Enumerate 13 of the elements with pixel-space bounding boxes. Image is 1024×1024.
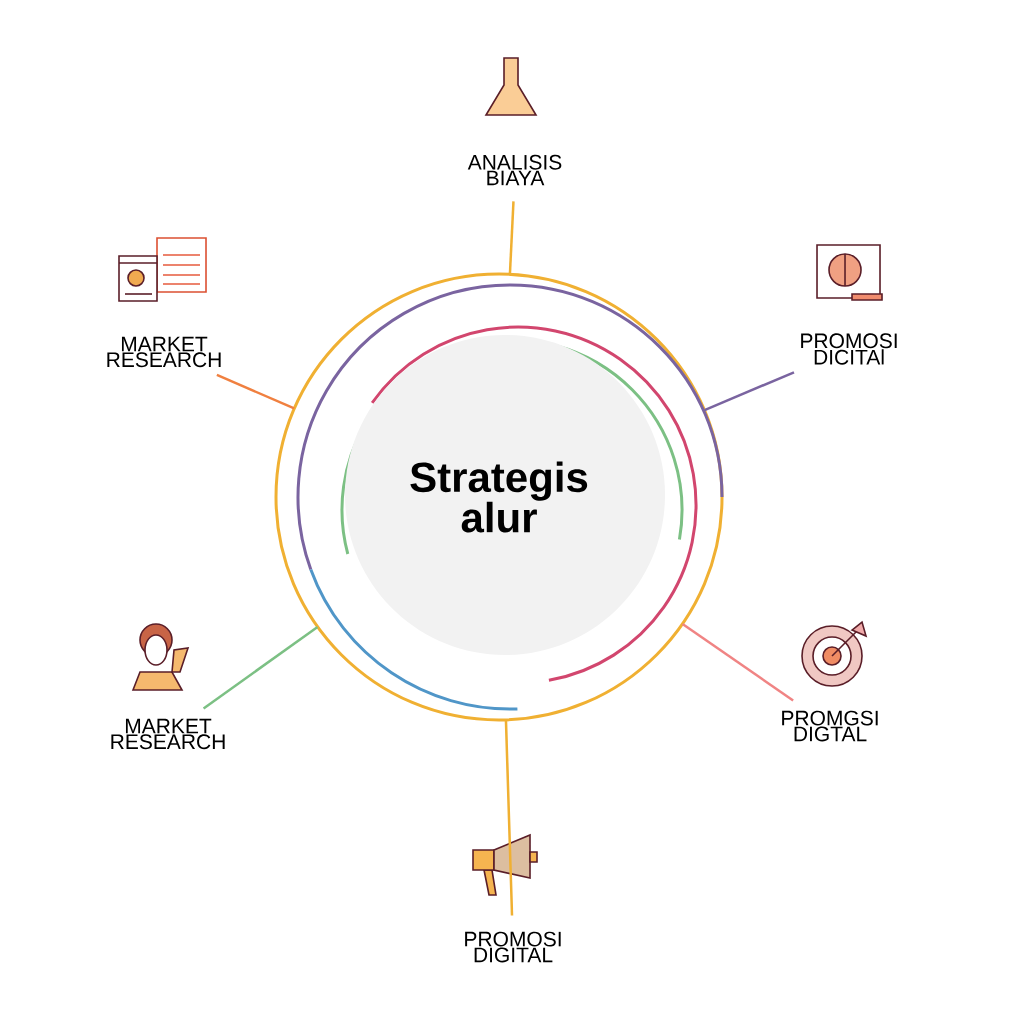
label-text: ANALISIS BIAYA	[467, 154, 562, 186]
label-text: MARKET RESEARCH	[107, 336, 221, 368]
connector-line	[681, 622, 794, 702]
connector-line	[202, 625, 319, 710]
connector-line	[216, 373, 295, 410]
label-text: PROMOSI DIGITAL	[465, 931, 561, 963]
label-text: PROMGSI DIGTAL	[782, 710, 878, 742]
connector-line	[504, 720, 514, 916]
connector-line	[508, 201, 515, 275]
title-text: Strategis alur	[410, 461, 588, 533]
connector-line	[704, 371, 795, 412]
label-text: PROMOSI DICITAl	[801, 333, 897, 365]
label-text: MARKET RESEARCH	[111, 718, 225, 750]
